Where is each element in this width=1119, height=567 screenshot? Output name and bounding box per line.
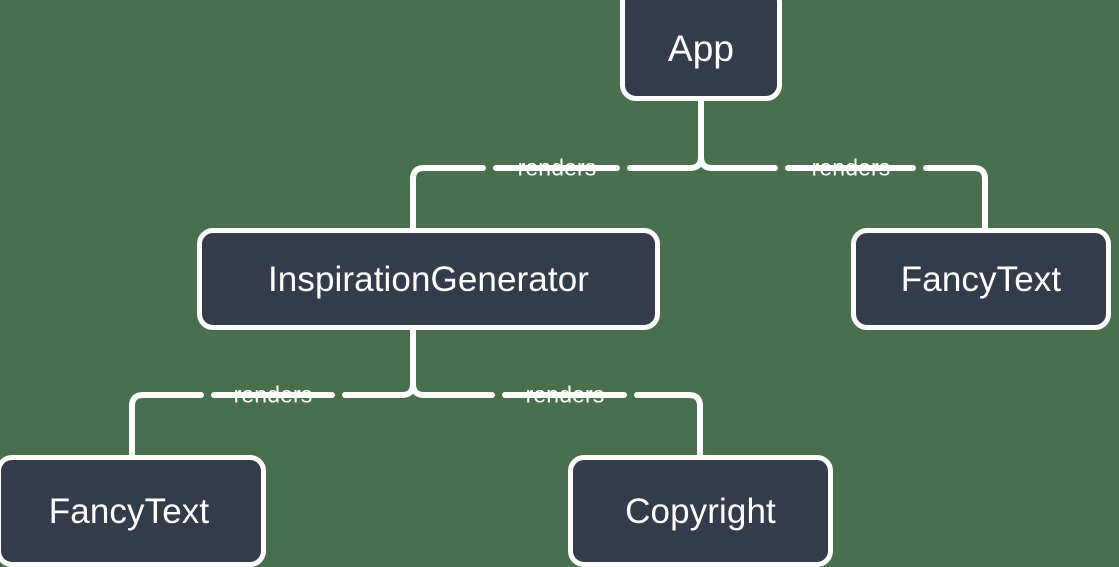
edge-app-stem-right — [698, 98, 715, 171]
node-app[interactable]: App — [620, 0, 782, 101]
edge-app-to-inspirationgenerator — [410, 165, 693, 231]
node-inspiration-generator[interactable]: InspirationGenerator — [197, 228, 660, 330]
edge-label-inspirationgenerator-to-fancytext-bottom: renders — [233, 381, 313, 408]
edge-label-app-to-inspirationgenerator: renders — [517, 154, 597, 181]
node-app-label: App — [667, 28, 735, 69]
edge-inspirationgenerator-stem-right — [410, 327, 427, 398]
edge-inspirationgenerator-to-copyright — [421, 392, 703, 458]
edge-inspirationgenerator-to-fancytext-bottom — [129, 392, 405, 458]
node-fancytext-right[interactable]: FancyText — [851, 228, 1111, 330]
node-fancytext-right-label: FancyText — [900, 259, 1062, 299]
node-fancytext-bottom[interactable]: FancyText — [0, 455, 266, 567]
node-inspiration-generator-label: InspirationGenerator — [267, 259, 590, 299]
node-copyright-label: Copyright — [625, 491, 776, 531]
edge-app-to-fancytext-right — [709, 165, 988, 231]
edge-label-inspirationgenerator-to-copyright: renders — [525, 381, 605, 408]
node-fancytext-bottom-label: FancyText — [48, 491, 210, 531]
node-copyright[interactable]: Copyright — [568, 455, 833, 567]
edge-label-app-to-fancytext-right: renders — [811, 154, 891, 181]
